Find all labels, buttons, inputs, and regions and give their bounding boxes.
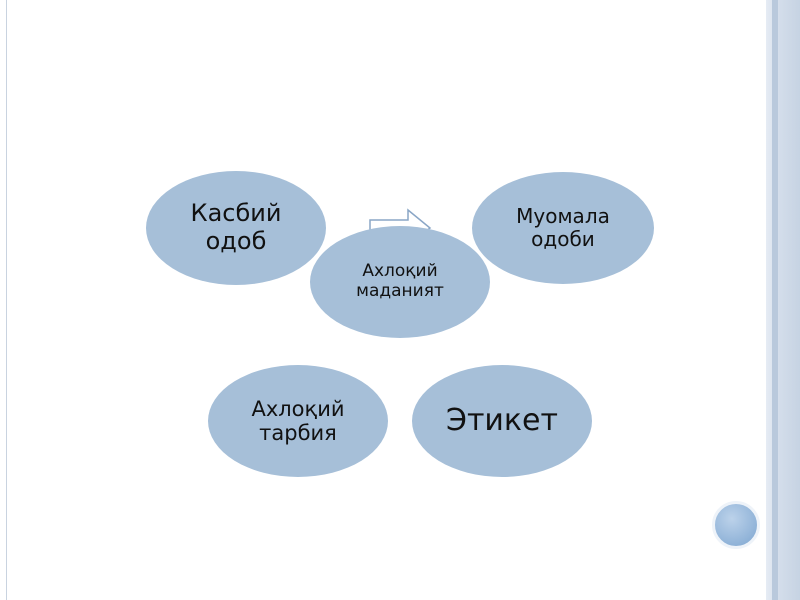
right-decor-stripe [772,0,778,600]
node-label: Ахлоқий тарбия [251,396,345,445]
node-axloqiy-tarbiya: Ахлоқий тарбия [208,365,388,477]
node-label: Ахлоқий маданият [356,261,444,301]
node-label: Этикет [446,402,558,438]
node-label: Муомала одоби [516,204,610,251]
node-kasbiy-odob: Касбий одоб [146,171,326,285]
node-muomala-odobi: Муомала одоби [472,172,654,284]
node-label: Касбий одоб [190,199,282,255]
right-decor-bar [766,0,800,600]
node-etiket: Этикет [412,365,592,477]
node-axloqiy-madaniyat: Ахлоқий маданият [310,226,490,338]
decorative-circle [712,501,760,549]
